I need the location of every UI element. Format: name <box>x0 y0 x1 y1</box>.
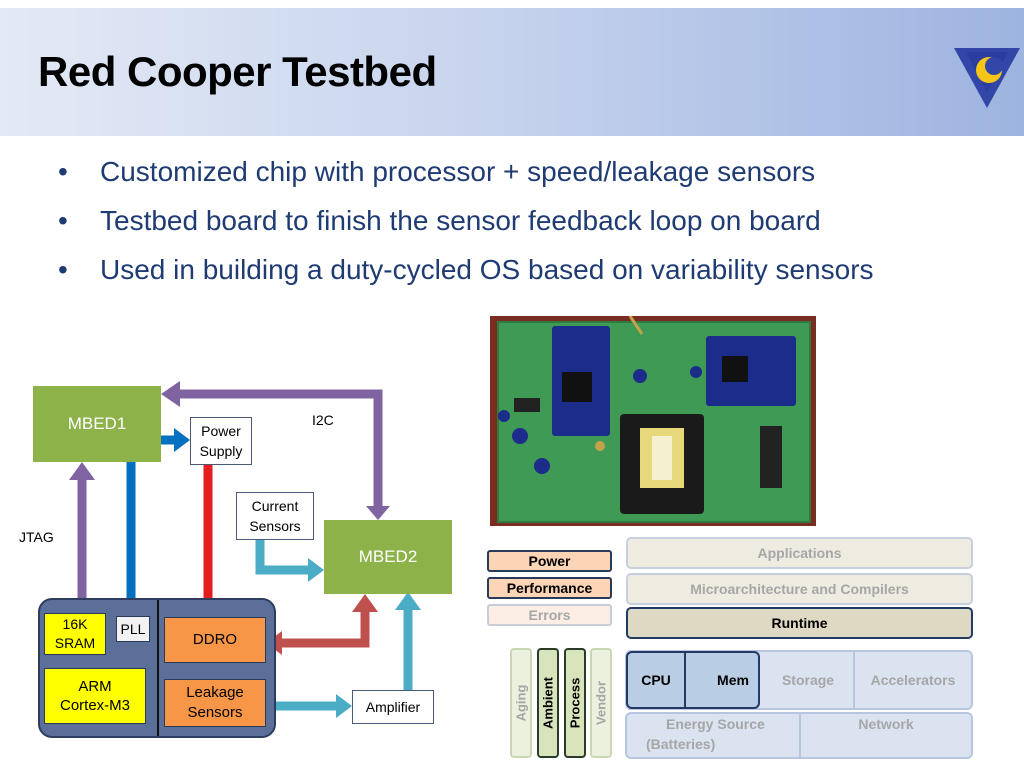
variability-vendor: Vendor <box>590 648 612 758</box>
layer-microarchitecture: Microarchitecture and Compilers <box>626 573 973 605</box>
power-supply-line2: Supply <box>199 443 243 459</box>
layer-runtime: Runtime <box>626 607 973 639</box>
university-logo-icon <box>954 48 1020 108</box>
ambient-label: Ambient <box>540 677 556 729</box>
layer-mem: Mem <box>686 651 760 709</box>
arm-line2: Cortex-M3 <box>59 697 130 714</box>
energy-divider <box>799 714 801 757</box>
sram-line2: SRAM <box>54 635 96 651</box>
layer-storage: Storage <box>781 672 835 688</box>
mbed1-block: MBED1 <box>33 386 161 462</box>
leakage-sensors-block: Leakage Sensors <box>164 679 266 727</box>
aging-label: Aging <box>513 684 529 722</box>
sram-block: 16K SRAM <box>44 613 106 655</box>
pll-block: PLL <box>116 616 150 642</box>
i2c-label: I2C <box>312 412 334 428</box>
leakage-line2: Sensors <box>187 704 243 721</box>
energy-line1: Energy Source <box>666 716 765 732</box>
variability-ambient: Ambient <box>537 648 559 758</box>
page-title: Red Cooper Testbed <box>38 48 437 95</box>
bullet-item: Customized chip with processor + speed/l… <box>58 152 874 201</box>
current-sensors-block: Current Sensors <box>236 492 314 540</box>
layer-network: Network <box>858 716 914 732</box>
storage-divider <box>853 652 855 708</box>
legend-performance: Performance <box>487 577 612 599</box>
title-banner <box>0 8 1024 136</box>
arm-cortex-block: ARM Cortex-M3 <box>44 668 146 724</box>
chip-divider <box>157 600 159 736</box>
jtag-label: JTAG <box>19 529 54 545</box>
bullet-item: Used in building a duty-cycled OS based … <box>58 250 874 299</box>
sram-line1: 16K <box>62 616 88 632</box>
mbed2-block: MBED2 <box>324 520 452 594</box>
current-sensors-line1: Current <box>251 498 299 514</box>
variability-aging: Aging <box>510 648 532 758</box>
amplifier-block: Amplifier <box>352 690 434 724</box>
process-label: Process <box>567 677 583 729</box>
layer-applications: Applications <box>626 537 973 569</box>
testbed-board-photo <box>490 316 816 526</box>
power-supply-block: Power Supply <box>190 417 252 465</box>
current-sensors-line2: Sensors <box>249 518 301 534</box>
layer-cpu: CPU <box>626 651 686 709</box>
energy-line2: (Batteries) <box>646 736 716 752</box>
ddro-block: DDRO <box>164 617 266 663</box>
legend-power: Power <box>487 550 612 572</box>
bullet-item: Testbed board to finish the sensor feedb… <box>58 201 874 250</box>
layer-accelerators: Accelerators <box>870 672 956 688</box>
layer-energy-source: Energy Source (Batteries) <box>640 714 800 758</box>
vendor-label: Vendor <box>593 680 609 726</box>
power-supply-line1: Power <box>201 423 241 439</box>
bullet-list: Customized chip with processor + speed/l… <box>58 152 874 299</box>
variability-process: Process <box>564 648 586 758</box>
legend-errors: Errors <box>487 604 612 626</box>
arm-line1: ARM <box>78 678 112 695</box>
leakage-line1: Leakage <box>186 684 244 701</box>
